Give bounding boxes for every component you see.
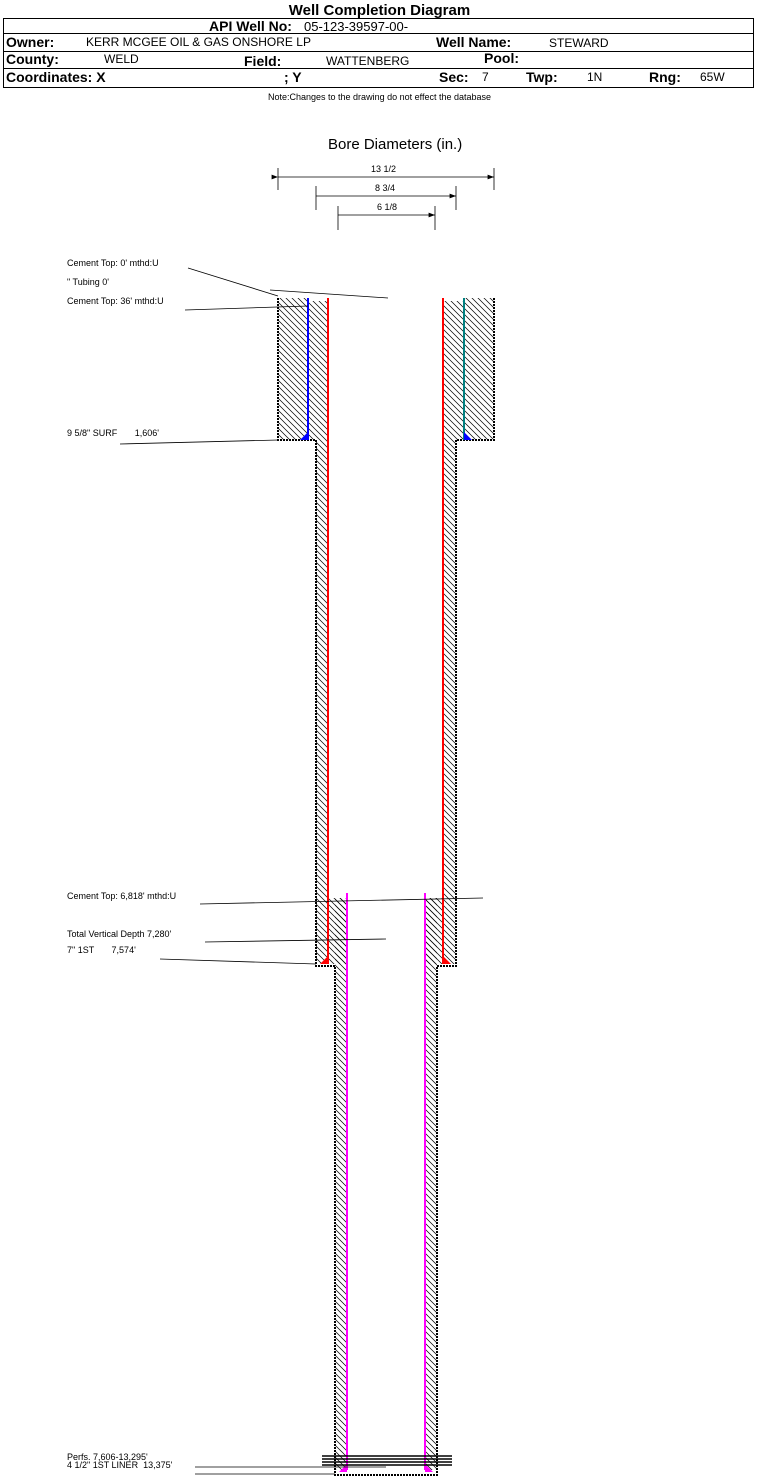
twp-label: Twp: [526,69,558,85]
y-coordinate-label: ; Y [284,69,302,85]
sec-label: Sec: [439,69,469,85]
twp-value: 1N [587,70,603,84]
county-value: WELD [104,52,139,66]
field-value: WATTENBERG [326,54,410,68]
cement-top-0-label: Cement Top: 0' mthd:U [67,258,159,268]
field-label: Field: [244,53,282,69]
bore-diameter-1: 13 1/2 [371,164,397,174]
leader-lines [119,267,484,1475]
api-label: API Well No: [209,18,292,34]
bore-diameter-3: 6 1/8 [377,202,398,212]
bore-diameter-2: 8 3/4 [375,183,396,193]
intermediate-casing-label: 7" 1ST 7,574' [67,945,136,955]
owner-value: KERR MCGEE OIL & GAS ONSHORE LP [86,35,311,49]
tubing-label: " Tubing 0' [67,277,109,287]
casings [300,298,472,1472]
coordinates-label: Coordinates: X [6,69,106,85]
surface-cement [278,298,494,1470]
api-value: 05-123-39597-00- [304,19,409,34]
note-text: Note:Changes to the drawing do not effec… [268,92,491,102]
pool-label: Pool: [484,50,519,66]
cement-top-6818-label: Cement Top: 6,818' mthd:U [67,891,177,901]
bore-dimensions [271,168,495,230]
bore-diameters-title: Bore Diameters (in.) [328,136,463,153]
well-name-value: STEWARD [549,36,609,50]
well-name-label: Well Name: [436,34,512,50]
well-header-table: API Well No: 05-123-39597-00- Owner: KER… [3,18,754,88]
perfs-label: Perfs. 7,606-13,295' [67,1452,148,1462]
tvd-label: Total Vertical Depth 7,280' [67,929,172,939]
county-label: County: [6,51,59,67]
surface-casing-label: 9 5/8" SURF 1,606' [67,428,159,438]
perforations [322,1455,452,1466]
owner-label: Owner: [6,34,55,50]
diagram-title: Well Completion Diagram [288,2,471,19]
cement-top-36-label: Cement Top: 36' mthd:U [67,296,164,306]
sec-value: 7 [482,70,489,84]
rng-label: Rng: [649,69,681,85]
liner-label: 4 1/2" 1ST LINER 13,375' [67,1460,173,1470]
rng-value: 65W [700,70,725,84]
borehole-walls [277,298,495,1476]
